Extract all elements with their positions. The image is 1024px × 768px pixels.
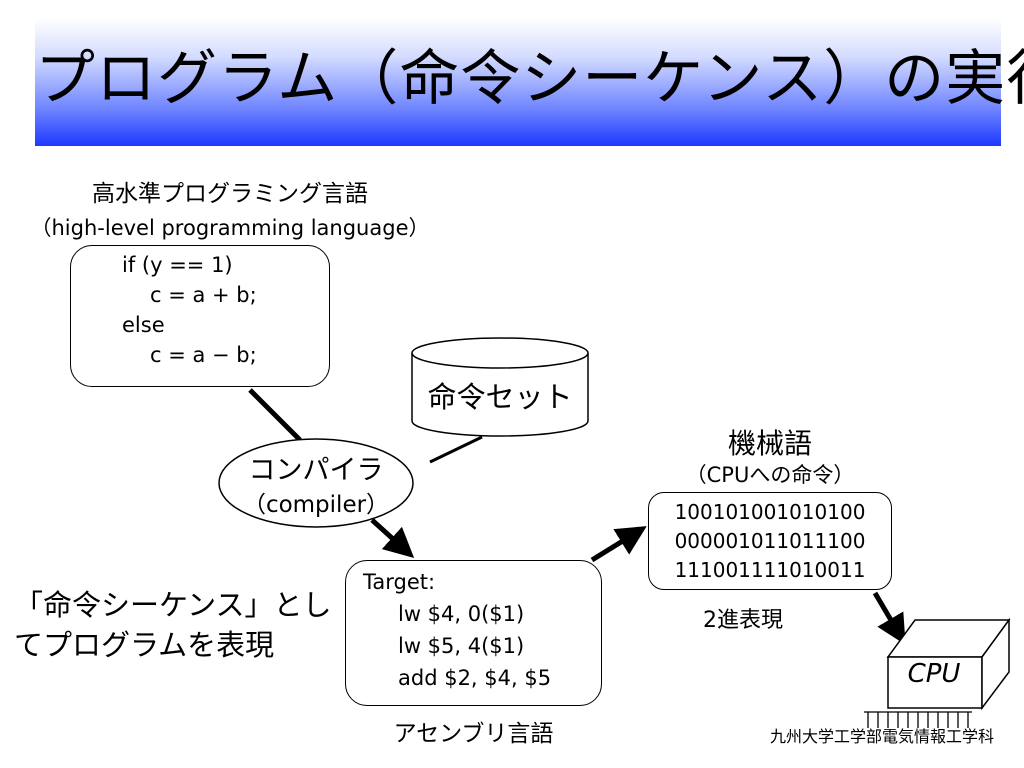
compiler-label: コンパイラ bbox=[248, 455, 384, 486]
arrow-assembly-to-machine bbox=[590, 526, 647, 563]
machine-code-box bbox=[648, 492, 892, 590]
assembly-code: Target: lw $4, 0($1) lw $5, 4($1) add $2… bbox=[363, 566, 551, 694]
title-banner: プログラム（命令シーケンス）の実行 bbox=[35, 18, 1024, 146]
code-line: c = a − b; bbox=[150, 343, 257, 367]
instruction-set-cylinder bbox=[411, 337, 589, 437]
code-line: else bbox=[122, 313, 165, 337]
code-line: c = a + b; bbox=[150, 283, 257, 307]
machine-code: 100101001010100 000001011011100 11100111… bbox=[648, 498, 892, 585]
connector-source-compiler bbox=[248, 388, 302, 442]
sequence-note-line: 「命令シーケンス」とし bbox=[14, 588, 332, 622]
code-line: if (y == 1) bbox=[122, 253, 233, 277]
machine-code-subheading: （CPUへの命令） bbox=[685, 463, 855, 487]
compiler-label-en: （compiler） bbox=[242, 492, 390, 518]
slide-title: プログラム（命令シーケンス）の実行 bbox=[35, 44, 1024, 114]
high-level-heading-en: （high-level programming language） bbox=[30, 216, 430, 240]
compiler-ellipse bbox=[218, 438, 414, 528]
arrow-machine-to-cpu bbox=[872, 591, 906, 645]
instruction-set-label: 命令セット bbox=[427, 380, 573, 414]
sequence-note: 「命令シーケンス」とし てプログラムを表現 bbox=[14, 585, 332, 665]
binary-line: 111001111010011 bbox=[674, 558, 866, 582]
binary-representation-label: 2進表現 bbox=[703, 608, 783, 633]
assembly-language-label: アセンブリ言語 bbox=[393, 721, 554, 747]
source-code-box bbox=[70, 245, 330, 387]
code-line: add $2, $4, $5 bbox=[398, 666, 552, 690]
machine-code-heading: 機械語 bbox=[727, 427, 812, 460]
source-code: if (y == 1) c = a + b; else c = a − b; bbox=[122, 250, 257, 370]
connector-compiler-instruction-set bbox=[429, 435, 483, 464]
arrow-compiler-to-assembly bbox=[370, 518, 415, 559]
binary-line: 100101001010100 bbox=[674, 500, 866, 524]
sequence-note-line: てプログラムを表現 bbox=[14, 628, 275, 662]
cpu-chip-icon bbox=[864, 617, 1011, 728]
high-level-heading: 高水準プログラミング言語 bbox=[92, 181, 368, 207]
cpu-label: CPU bbox=[907, 659, 961, 689]
assembly-code-box bbox=[345, 560, 602, 706]
binary-line: 000001011011100 bbox=[674, 529, 866, 553]
code-line: lw $5, 4($1) bbox=[398, 634, 525, 658]
footer-affiliation: 九州大学工学部電気情報工学科 bbox=[769, 727, 994, 746]
code-line: lw $4, 0($1) bbox=[398, 602, 525, 626]
code-line: Target: bbox=[363, 570, 436, 594]
